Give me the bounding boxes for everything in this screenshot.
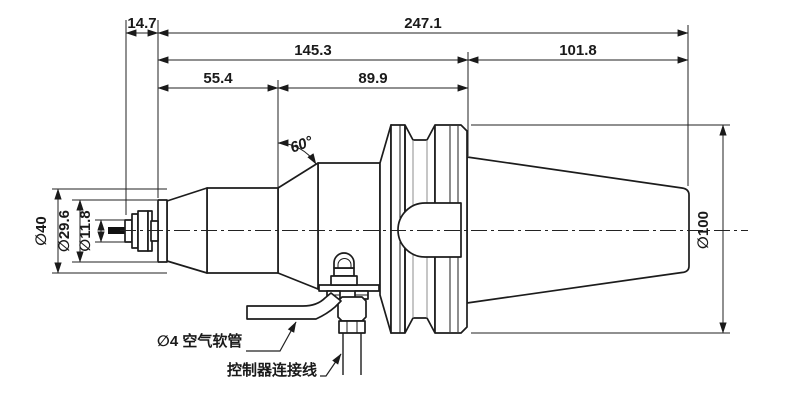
dim-dia11-8-label: ∅11.8 [77, 210, 94, 251]
knurled-nut [337, 296, 367, 322]
dimension-labels: 14.7 247.1 145.3 101.8 55.4 89.9 60° ∅40… [33, 15, 712, 252]
cone-60 [277, 162, 319, 290]
mount-plate [318, 284, 380, 292]
tool-shank [108, 227, 129, 234]
dim-55-4-label: 55.4 [203, 70, 233, 87]
flange-vgroove [404, 124, 436, 334]
air-hose-leader [246, 321, 297, 352]
dim-145-3-label: 145.3 [294, 42, 332, 59]
controller-cable-label: 控制器连接线 [227, 361, 317, 379]
air-hose-tube [246, 292, 342, 320]
fitting-band [330, 275, 358, 286]
dim-101-8-label: 101.8 [559, 42, 597, 59]
air-connector-assembly [246, 252, 380, 375]
dim-dia40-label: ∅40 [33, 216, 50, 246]
fitting-dome-inner [337, 258, 352, 268]
dim-89-9-label: 89.9 [358, 70, 387, 87]
dim-angle-label: 60° [288, 133, 316, 157]
dim-dia100-label: ∅100 [695, 211, 712, 249]
dim-dia29-6-label: ∅29.6 [56, 210, 73, 252]
extension-lines [52, 20, 730, 334]
air-hose-label: ∅4 空气软管 [157, 332, 242, 350]
callout-labels: ∅4 空气软管 控制器连接线 [157, 332, 317, 379]
fitting-stem [333, 267, 355, 277]
angle-arc [277, 139, 317, 165]
dim-14-7-label: 14.7 [127, 15, 156, 32]
connector-nut [338, 320, 366, 334]
fitting-dome [333, 252, 355, 269]
flange-back-cone [379, 124, 392, 334]
dim-247-1-label: 247.1 [404, 15, 442, 32]
dimension-lines [54, 29, 727, 334]
bt-flange [379, 124, 468, 334]
taper-shank [466, 156, 690, 304]
connector-nut-lines [346, 321, 358, 333]
controller-cable-leader [320, 353, 342, 377]
controller-cable [342, 333, 362, 375]
